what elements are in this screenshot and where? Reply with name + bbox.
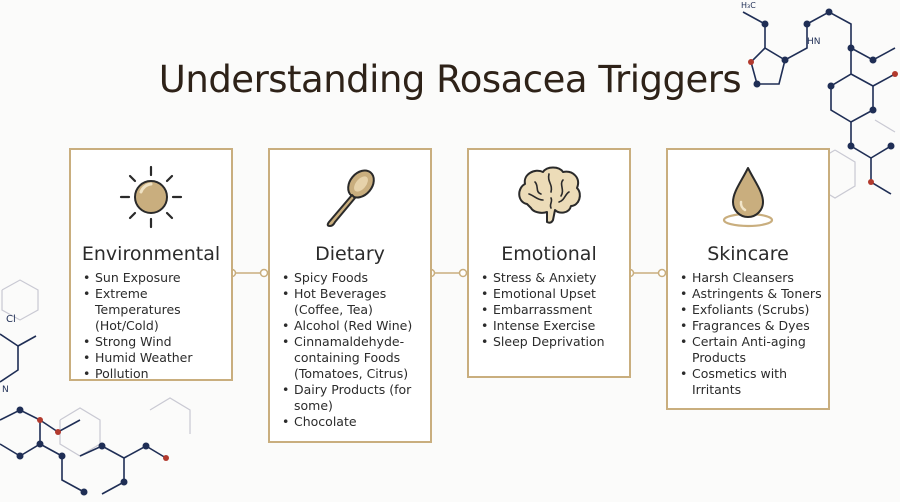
list-item: Sun Exposure xyxy=(81,270,227,286)
trigger-list: Stress & Anxiety Emotional Upset Embarra… xyxy=(479,270,625,350)
brain-icon xyxy=(469,164,629,230)
formula-label: H₃C xyxy=(741,1,756,10)
list-item: Intense Exercise xyxy=(479,318,625,334)
list-item: Embarrassment xyxy=(479,302,625,318)
molecule-decoration-bottom-left: Cl N xyxy=(0,279,191,496)
list-item: Dairy Products (for some) xyxy=(280,382,426,414)
molecule-decoration-top-right: H₃C HN xyxy=(741,1,898,199)
trigger-card-dietary: Dietary Spicy Foods Hot Beverages (Coffe… xyxy=(268,148,432,443)
cl-label: Cl xyxy=(6,314,16,325)
list-item: Pollution xyxy=(81,366,227,382)
hn-label: HN xyxy=(807,37,821,47)
list-item: Harsh Cleansers xyxy=(678,270,824,286)
card-heading: Dietary xyxy=(315,243,385,265)
list-item: Alcohol (Red Wine) xyxy=(280,318,426,334)
list-item: Humid Weather xyxy=(81,350,227,366)
trigger-list: Spicy Foods Hot Beverages (Coffee, Tea) … xyxy=(280,270,426,430)
trigger-card-environmental: Environmental Sun Exposure Extreme Tempe… xyxy=(69,148,233,382)
list-item: Spicy Foods xyxy=(280,270,426,286)
list-item: Chocolate xyxy=(280,414,426,430)
list-item: Exfoliants (Scrubs) xyxy=(678,302,824,318)
droplet-icon xyxy=(668,164,828,230)
list-item: Cosmetics with Irritants xyxy=(678,366,824,398)
list-item: Stress & Anxiety xyxy=(479,270,625,286)
list-item: Fragrances & Dyes xyxy=(678,318,824,334)
trigger-card-skincare: Skincare Harsh Cleansers Astringents & T… xyxy=(666,148,830,410)
list-item: Certain Anti-aging Products xyxy=(678,334,824,366)
sun-icon xyxy=(71,164,231,230)
n-label: N xyxy=(2,385,9,395)
list-item: Hot Beverages (Coffee, Tea) xyxy=(280,286,426,318)
page-title: Understanding Rosacea Triggers xyxy=(158,58,742,101)
list-item: Extreme Temperatures (Hot/Cold) xyxy=(81,286,227,334)
card-heading: Skincare xyxy=(707,243,789,265)
list-item: Emotional Upset xyxy=(479,286,625,302)
list-item: Sleep Deprivation xyxy=(479,334,625,350)
card-heading: Environmental xyxy=(81,243,221,265)
trigger-list: Harsh Cleansers Astringents & Toners Exf… xyxy=(678,270,824,398)
list-item: Cinnamaldehyde-containing Foods (Tomatoe… xyxy=(280,334,426,382)
spoon-icon xyxy=(270,164,430,230)
card-heading: Emotional xyxy=(501,243,597,265)
list-item: Strong Wind xyxy=(81,334,227,350)
trigger-list: Sun Exposure Extreme Temperatures (Hot/C… xyxy=(81,270,227,382)
trigger-card-emotional: Emotional Stress & Anxiety Emotional Ups… xyxy=(467,148,631,378)
list-item: Astringents & Toners xyxy=(678,286,824,302)
